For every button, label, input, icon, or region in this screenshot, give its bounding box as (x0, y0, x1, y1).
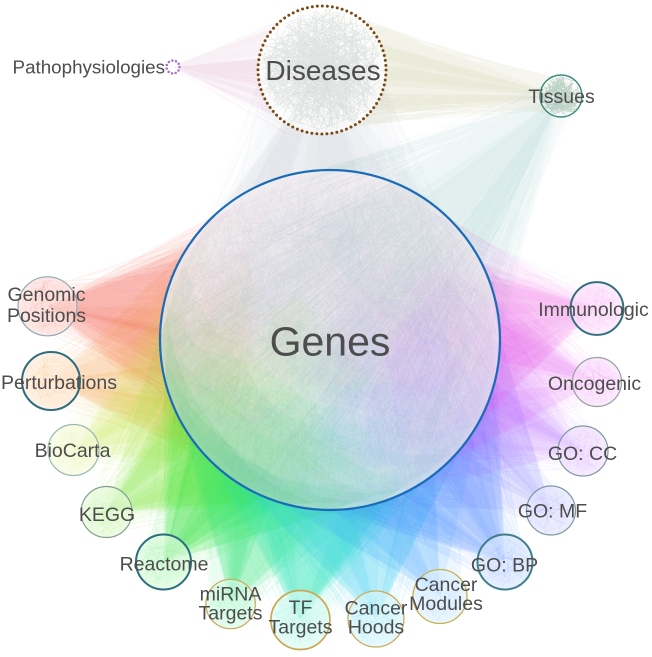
svg-text:Modules: Modules (409, 593, 483, 615)
svg-text:Cancer: Cancer (415, 574, 478, 596)
svg-text:Perturbations: Perturbations (1, 372, 117, 394)
svg-text:BioCarta: BioCarta (35, 440, 111, 462)
svg-text:Cancer: Cancer (345, 598, 408, 620)
svg-text:GO: CC: GO: CC (548, 443, 617, 465)
svg-text:GO: BP: GO: BP (471, 555, 538, 577)
svg-text:Oncogenic: Oncogenic (548, 373, 641, 395)
svg-text:TF: TF (289, 597, 313, 619)
svg-text:Reactome: Reactome (120, 554, 209, 576)
svg-text:Genes: Genes (270, 319, 391, 365)
svg-text:GO: MF: GO: MF (518, 501, 587, 523)
svg-text:Hoods: Hoods (348, 617, 405, 639)
svg-text:Tissues: Tissues (528, 86, 595, 108)
svg-text:Targets: Targets (269, 617, 333, 639)
svg-text:Genomic: Genomic (7, 284, 85, 306)
svg-text:Diseases: Diseases (265, 55, 380, 86)
svg-text:Positions: Positions (7, 305, 86, 327)
svg-text:Pathophysiologies: Pathophysiologies (13, 57, 165, 78)
svg-text:Targets: Targets (199, 603, 263, 625)
svg-text:Immunologic: Immunologic (538, 299, 649, 321)
svg-text:KEGG: KEGG (79, 504, 135, 526)
svg-text:miRNA: miRNA (200, 584, 262, 606)
